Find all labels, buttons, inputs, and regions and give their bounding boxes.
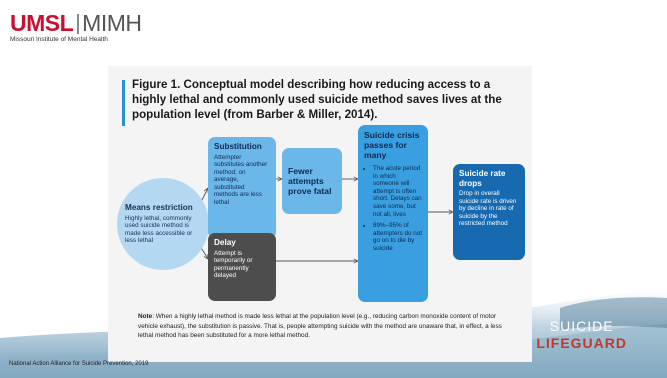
logo-subtitle: Missouri Institute of Mental Health [10,36,108,43]
substitution-node: Substitution Attempter substitutes anoth… [208,137,276,239]
title-accent-bar [122,80,125,126]
note-label: Note [138,313,153,320]
means-restriction-title: Means restriction [125,203,193,213]
delay-body: Attempt is temporarily or permanently de… [214,249,253,280]
fewer-attempts-title: Fewer attempts prove fatal [288,166,332,196]
source-citation: National Action Alliance for Suicide Pre… [9,361,149,367]
umsl-mimh-logo: UMSL MIMH Missouri Institute of Mental H… [10,10,142,44]
crisis-bullet-list: The acute period in which someone will a… [364,165,422,253]
means-restriction-node: Means restriction Highly lethal, commonl… [117,178,209,270]
logo-divider [77,14,80,34]
substitution-title: Substitution [214,142,262,151]
logo-mimh: MIMH [82,10,142,36]
fewer-attempts-node: Fewer attempts prove fatal [282,148,342,214]
rate-drops-node: Suicide rate drops Drop in overall suici… [453,164,525,260]
figure-title: Figure 1. Conceptual model describing ho… [132,78,502,121]
crisis-bullet-2: 89%–95% of attempters do not go on to di… [373,222,422,252]
crisis-passes-node: Suicide crisis passes for many The acute… [358,125,428,302]
delay-title: Delay [214,238,236,247]
means-restriction-body: Highly lethal, commonly used suicide met… [125,214,193,245]
brand-line-1: SUICIDE [549,318,614,334]
rate-drops-body: Drop in overall suicide rate is driven b… [459,190,517,228]
substitution-body: Attempter substitutes another method; on… [214,153,268,207]
rate-drops-title: Suicide rate drops [459,169,506,188]
logo-umsl: UMSL [10,10,74,36]
figure-panel: Figure 1. Conceptual model describing ho… [108,66,532,362]
crisis-bullet-1: The acute period in which someone will a… [373,165,422,218]
note-text: : When a highly lethal method is made le… [138,313,502,340]
suicide-lifeguard-logo: SUICIDE LIFEGUARD [536,318,627,352]
brand-line-2: LIFEGUARD [536,335,627,351]
delay-node: Delay Attempt is temporarily or permanen… [208,233,276,301]
crisis-title: Suicide crisis passes for many [364,130,420,160]
figure-note: Note: When a highly lethal method is mad… [138,312,516,341]
